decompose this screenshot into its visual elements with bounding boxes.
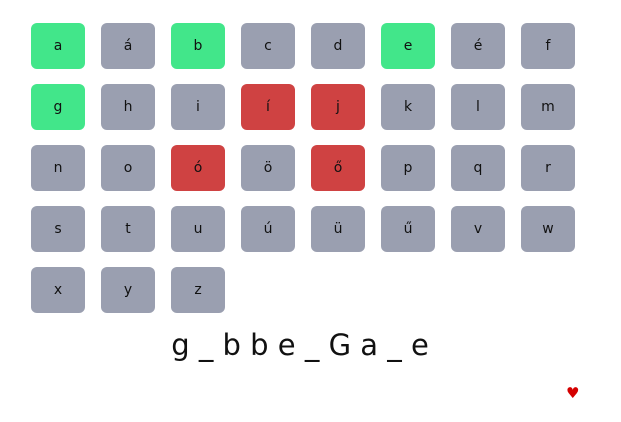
letter-key-d[interactable]: d — [311, 23, 365, 69]
letter-key-á[interactable]: á — [101, 23, 155, 69]
letter-key-p[interactable]: p — [381, 145, 435, 191]
letter-key-y[interactable]: y — [101, 267, 155, 313]
letter-key-r[interactable]: r — [521, 145, 575, 191]
letter-key-j[interactable]: j — [311, 84, 365, 130]
letter-key-i[interactable]: i — [171, 84, 225, 130]
heart-icon: ♥ — [566, 384, 580, 402]
letter-key-a[interactable]: a — [31, 23, 85, 69]
letter-key-ú[interactable]: ú — [241, 206, 295, 252]
letter-key-f[interactable]: f — [521, 23, 575, 69]
word-display: g _ b b e _ G a _ e — [171, 328, 429, 362]
lives-indicator: ♥ — [566, 384, 579, 402]
letter-key-m[interactable]: m — [521, 84, 575, 130]
letter-key-k[interactable]: k — [381, 84, 435, 130]
letter-key-t[interactable]: t — [101, 206, 155, 252]
letter-key-w[interactable]: w — [521, 206, 575, 252]
letter-key-c[interactable]: c — [241, 23, 295, 69]
letter-key-í[interactable]: í — [241, 84, 295, 130]
letter-key-n[interactable]: n — [31, 145, 85, 191]
letter-key-l[interactable]: l — [451, 84, 505, 130]
letter-key-q[interactable]: q — [451, 145, 505, 191]
letter-key-u[interactable]: u — [171, 206, 225, 252]
letter-key-ó[interactable]: ó — [171, 145, 225, 191]
letter-key-o[interactable]: o — [101, 145, 155, 191]
letter-key-h[interactable]: h — [101, 84, 155, 130]
letter-key-ü[interactable]: ü — [311, 206, 365, 252]
letter-key-é[interactable]: é — [451, 23, 505, 69]
letter-key-z[interactable]: z — [171, 267, 225, 313]
letter-key-g[interactable]: g — [31, 84, 85, 130]
letter-key-x[interactable]: x — [31, 267, 85, 313]
letter-key-e[interactable]: e — [381, 23, 435, 69]
letter-key-s[interactable]: s — [31, 206, 85, 252]
letter-key-ö[interactable]: ö — [241, 145, 295, 191]
letter-key-v[interactable]: v — [451, 206, 505, 252]
letter-key-ő[interactable]: ő — [311, 145, 365, 191]
letter-key-b[interactable]: b — [171, 23, 225, 69]
letter-key-ű[interactable]: ű — [381, 206, 435, 252]
